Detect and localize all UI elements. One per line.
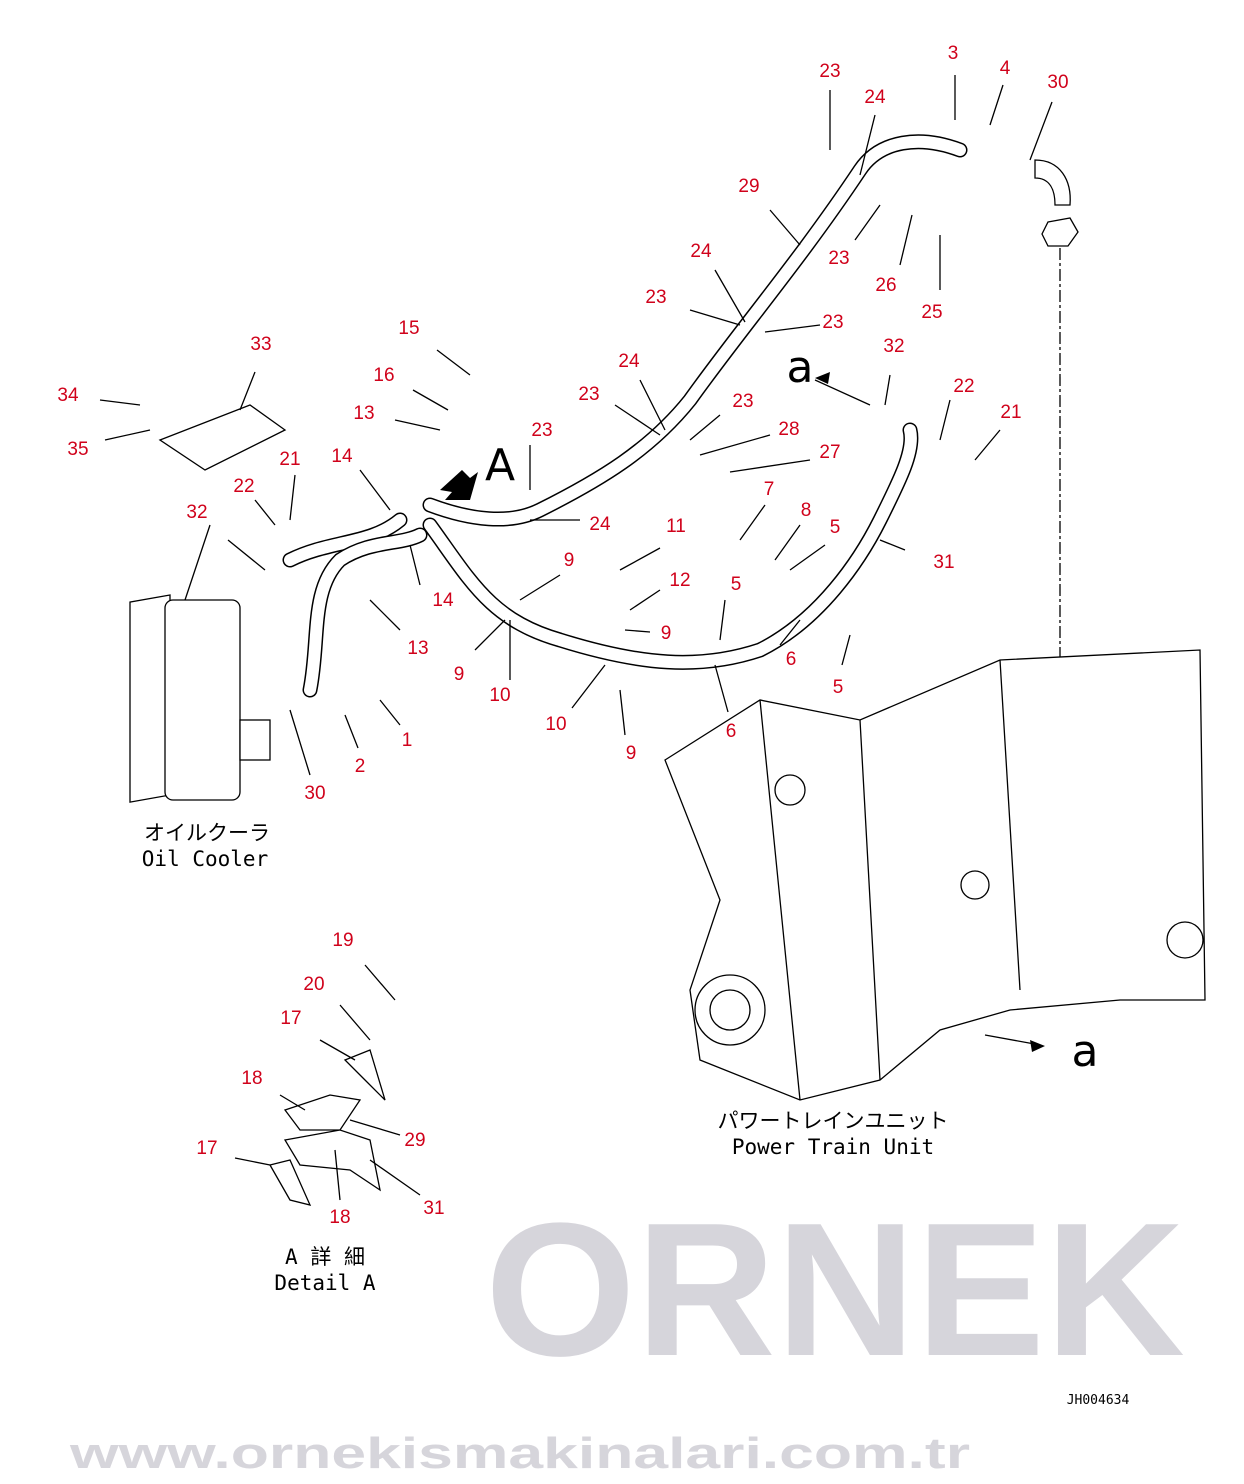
callout-number: 10 [545,714,566,735]
elbow-fitting [1034,159,1071,206]
callout-number: 15 [398,318,419,339]
callout-number: 13 [353,403,374,424]
callout-number: 5 [731,574,742,595]
hex-adapter [1041,217,1079,247]
callout-number: 24 [690,241,712,262]
callout-number: 20 [303,974,324,995]
watermark-url: www.ornekismakinalari.com.tr [69,1429,970,1478]
callout-number: 22 [233,476,254,497]
callout-number: 6 [726,721,737,742]
callout-number: 33 [250,334,271,355]
callout-number: 23 [578,384,599,405]
callout-number: 8 [801,500,812,521]
callout-number: 3 [948,43,959,64]
callout-number: 16 [373,365,394,386]
callout-number: 18 [329,1207,350,1228]
callout-number: 9 [564,550,575,571]
oil-cooler-caption-jp: オイルクーラ [144,821,270,845]
detail-caption-en: Detail A [274,1271,376,1295]
callout-number: 23 [828,248,849,269]
callout-number: 23 [822,312,843,333]
callout-number: 23 [732,391,753,412]
callout-number: 17 [280,1008,301,1029]
callout-number: 28 [778,419,799,440]
callout-number: 29 [738,176,759,197]
detail-marker-a: A [485,440,515,491]
callout-number: 34 [57,385,79,406]
callout-number: 30 [304,783,325,804]
watermark: ORNEK www.ornekismakinalari.com.tr [69,1184,1185,1478]
callout-number: 18 [241,1068,262,1089]
detail-a-arrow-icon [440,470,478,500]
view-a-arrow-icon [815,372,830,384]
detail-a-sketch [269,1049,386,1206]
callout-number: 13 [407,638,428,659]
callout-number: 35 [67,439,88,460]
callout-number: 5 [833,677,844,698]
callout-number: 17 [196,1138,217,1159]
oil-cooler [129,594,271,803]
callout-number: 6 [786,649,797,670]
callout-number: 23 [531,420,552,441]
callout-number: 12 [669,570,690,591]
callout-number: 27 [819,442,840,463]
watermark-brand: ORNEK [485,1184,1185,1396]
callout-number: 14 [331,446,353,467]
view-marker-a-bottom: a [1072,1026,1099,1077]
callout-number: 29 [404,1130,425,1151]
oil-cooler-caption-en: Oil Cooler [142,847,268,871]
cover-plate [158,404,287,471]
callout-number: 11 [666,516,686,537]
leader-lines [99,75,1053,1201]
callout-number: 5 [830,517,841,538]
callout-number: 9 [626,743,637,764]
callout-number: 1 [402,730,413,751]
callout-number: 21 [1000,402,1021,423]
callout-number: 25 [921,302,942,323]
callout-number: 24 [618,351,640,372]
callout-number: 23 [819,61,840,82]
callout-number: 10 [489,685,510,706]
callout-number: 9 [454,664,465,685]
callout-number: 24 [864,87,886,108]
callout-number: 23 [645,287,666,308]
callout-number: 2 [355,756,366,777]
detail-caption-jp: A 詳 細 [285,1245,365,1269]
callout-number: 7 [764,479,775,500]
callout-number: 31 [933,552,954,573]
callout-number: 24 [589,514,611,535]
callout-number: 4 [1000,58,1011,79]
power-train-unit [664,649,1206,1101]
power-train-caption-en: Power Train Unit [732,1135,934,1159]
drawing-code: JH004634 [1067,1393,1130,1408]
callout-number: 32 [186,502,207,523]
view-a-arrow-bottom-icon [1030,1040,1045,1052]
callout-number: 21 [279,449,300,470]
callout-number: 32 [883,336,904,357]
view-marker-a-top: a [787,342,814,393]
callout-number: 19 [332,930,353,951]
callout-number: 9 [661,623,672,644]
callout-number: 26 [875,275,896,296]
callout-number: 30 [1047,72,1068,93]
callout-number: 14 [432,590,454,611]
power-train-caption-jp: パワートレインユニット [718,1109,949,1133]
callout-number: 31 [423,1198,444,1219]
hose-31 [422,422,919,670]
hose-29 [422,134,968,527]
callout-number: 22 [953,376,974,397]
tube-oil-cooler [282,512,428,698]
